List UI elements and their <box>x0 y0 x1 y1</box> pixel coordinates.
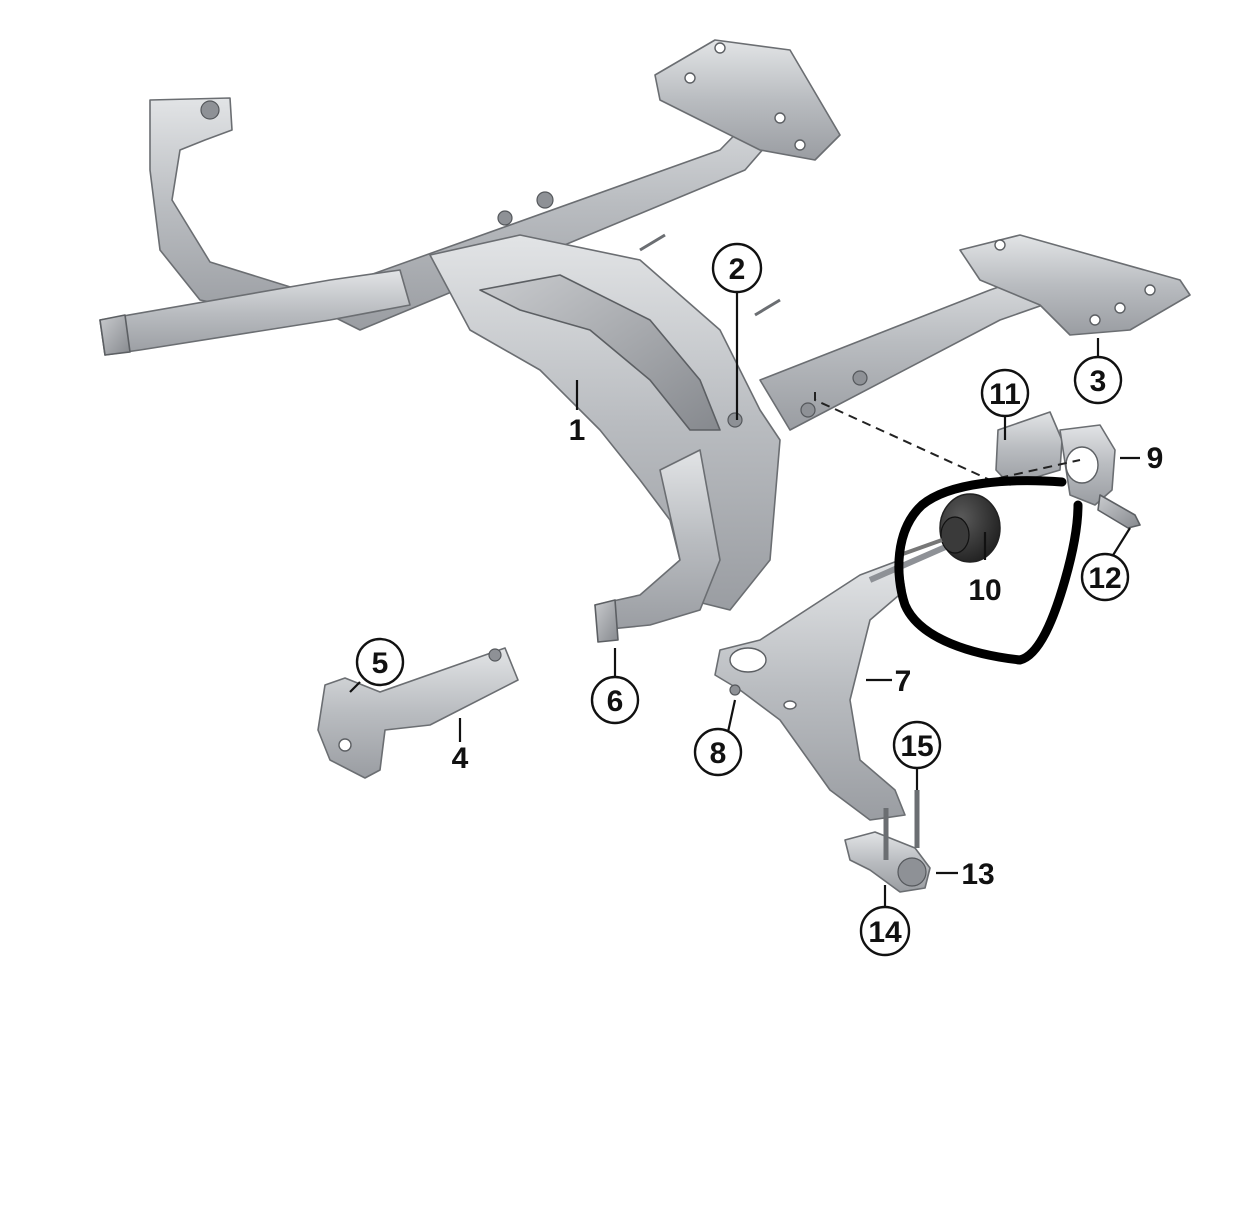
callout-12: 12 <box>1080 552 1130 602</box>
callout-label: 13 <box>961 858 994 891</box>
callout-label: 5 <box>372 647 389 680</box>
callout-2: 2 <box>711 242 763 294</box>
callout-13: 13 <box>961 858 994 891</box>
control-arm <box>714 542 952 821</box>
ball-joint <box>844 790 931 893</box>
callout-7: 7 <box>895 665 912 698</box>
callout-14: 14 <box>859 905 911 957</box>
callout-label: 4 <box>452 742 469 775</box>
callout-10: 10 <box>968 574 1001 607</box>
callout-label: 3 <box>1090 365 1107 398</box>
front-subframe <box>99 39 1191 643</box>
callout-label: 6 <box>607 685 624 718</box>
highlight-circle <box>894 476 1083 665</box>
assembly-dash-line <box>814 392 1081 482</box>
callout-15: 15 <box>892 720 942 770</box>
callout-9: 9 <box>1147 442 1164 475</box>
callout-8: 8 <box>693 727 743 777</box>
callout-label: 12 <box>1088 562 1121 595</box>
callout-label: 10 <box>968 574 1001 607</box>
tow-eye-bracket <box>317 647 519 779</box>
callout-1: 1 <box>569 414 586 447</box>
callout-label: 8 <box>710 737 727 770</box>
bearing-bracket <box>995 411 1141 529</box>
callout-label: 2 <box>729 253 746 286</box>
callout-6: 6 <box>590 675 640 725</box>
callout-3: 3 <box>1073 355 1123 405</box>
callout-11: 11 <box>980 368 1030 418</box>
callouts: 1 2 3 4 5 6 7 8 9 10 <box>355 242 1164 957</box>
callout-label: 14 <box>868 916 902 949</box>
callout-label: 11 <box>989 378 1021 411</box>
callout-4: 4 <box>452 742 469 775</box>
callout-5: 5 <box>355 637 405 687</box>
callout-label: 9 <box>1147 442 1164 475</box>
callout-label: 7 <box>895 665 912 698</box>
callout-label: 15 <box>900 730 933 763</box>
callout-label: 1 <box>569 414 586 447</box>
